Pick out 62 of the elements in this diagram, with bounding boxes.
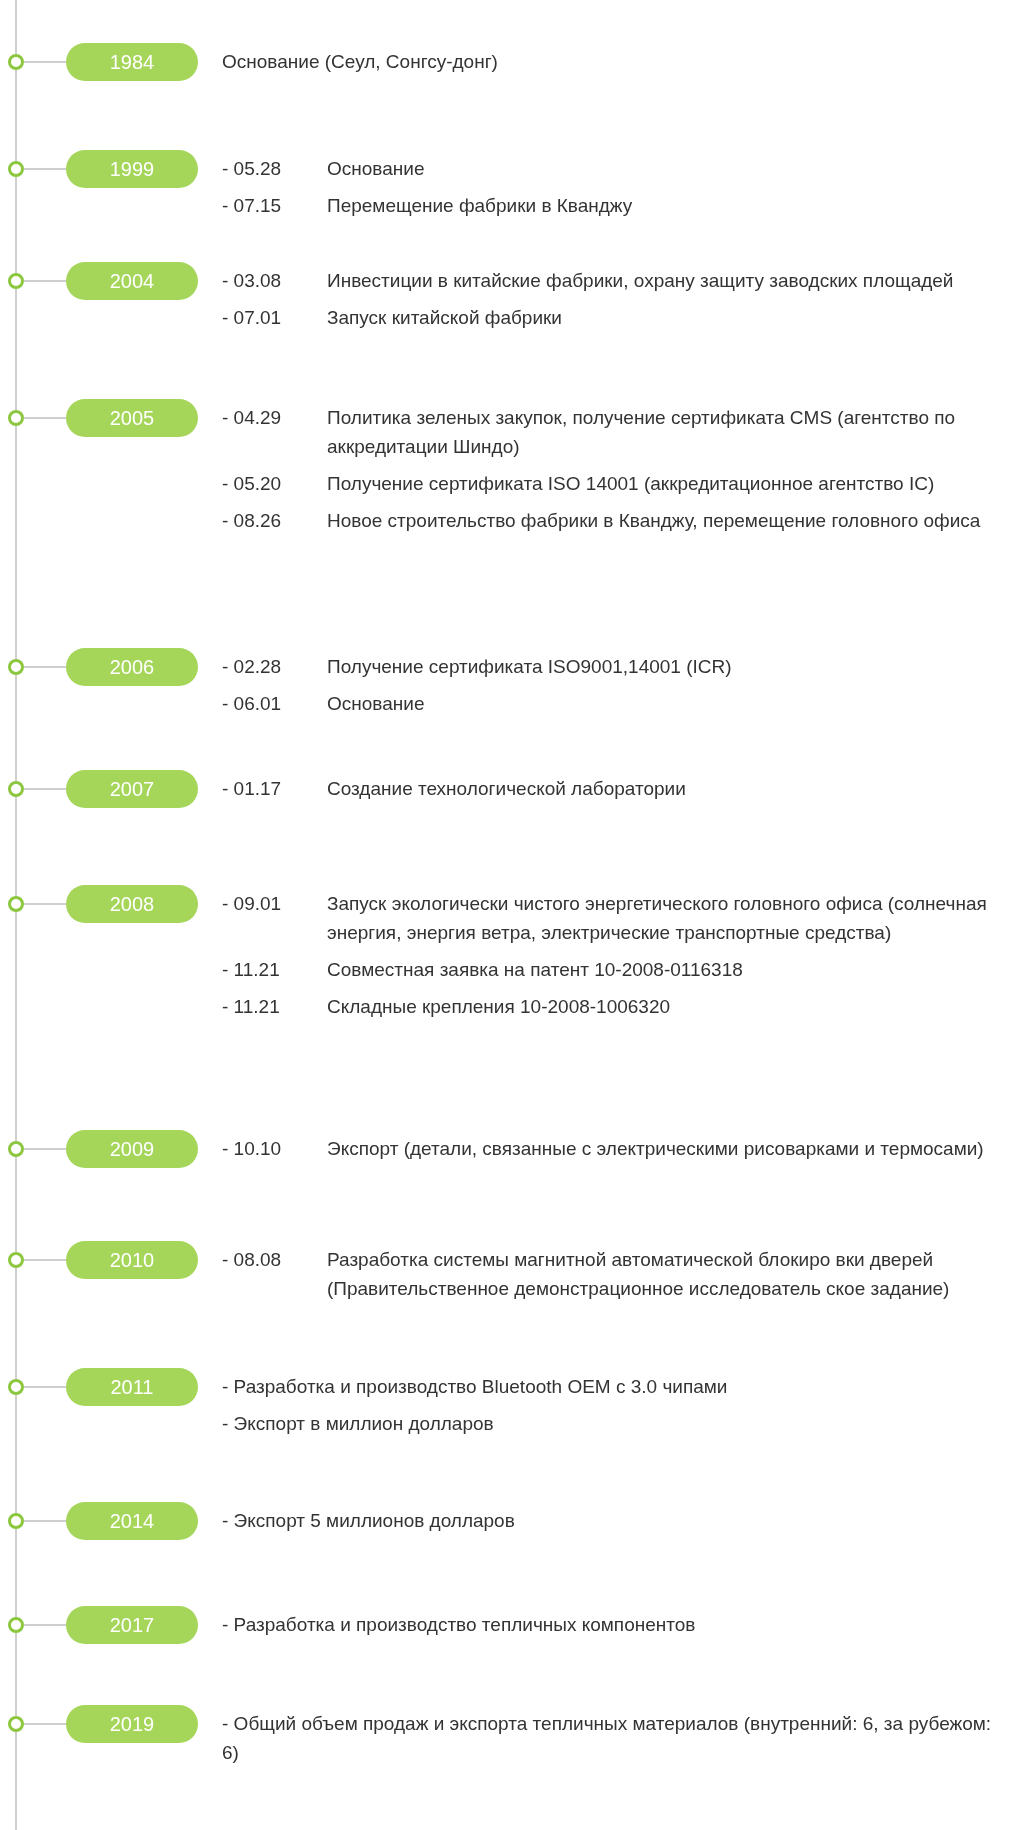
event-date: - 05.20 [222,472,283,496]
connector-line [23,666,67,668]
event-text: - Экспорт в миллион долларов [222,1412,495,1436]
connector-line [23,1723,67,1725]
event-date: - 02.28 [222,655,283,679]
event-date: - 06.01 [222,692,283,716]
year-badge: 1999 [66,150,198,188]
event-text: Основание [327,692,426,716]
connector-line [23,1520,67,1522]
event-text: Разработка системы магнитной автоматической блокиро вки дверей (Правительственное демонстрационное исследователь ское задание) [327,1248,951,1301]
event-text: Получение сертификата ISO9001,14001 (ICR) [327,655,733,679]
event-text: Основание (Сеул, Сонгсу-донг) [222,50,499,74]
event-text: Основание [327,157,426,181]
connector-line [23,1624,67,1626]
event-text: Перемещение фабрики в Кванджу [327,194,634,218]
year-badge: 2011 [66,1368,198,1406]
event-text: Запуск экологически чистого энергетического головного офиса (солнечная энергия, энергия ветра, электрические транспортные средства) [327,892,988,945]
event-text: Совместная заявка на патент 10-2008-0116318 [327,958,744,982]
connector-line [23,903,67,905]
connector-line [23,280,67,282]
event-date: - 07.15 [222,194,283,218]
event-date: - 08.26 [222,509,283,533]
event-date: - 07.01 [222,306,283,330]
event-date: - 03.08 [222,269,283,293]
year-badge: 2014 [66,1502,198,1540]
event-text: Инвестиции в китайские фабрики, охрану защиту заводских площадей [327,269,955,293]
event-text: Политика зеленых закупок, получение сертификата CMS (агентство по аккредитации Шиндо) [327,406,957,459]
connector-line [23,1148,67,1150]
event-text: Создание технологической лаборатории [327,777,687,801]
connector-line [23,1259,67,1261]
year-badge: 2017 [66,1606,198,1644]
year-badge: 2006 [66,648,198,686]
event-date: - 11.21 [222,995,281,1019]
event-date: - 04.29 [222,406,283,430]
event-text: Запуск китайской фабрики [327,306,563,330]
year-badge: 2005 [66,399,198,437]
year-badge: 2010 [66,1241,198,1279]
connector-line [23,61,67,63]
event-date: - 05.28 [222,157,283,181]
connector-line [23,417,67,419]
event-date: - 10.10 [222,1137,283,1161]
event-text: Экспорт (детали, связанные с электрическими рисоварками и термосами) [327,1137,985,1161]
year-badge: 1984 [66,43,198,81]
connector-line [23,168,67,170]
event-text: - Разработка и производство тепличных компонентов [222,1613,697,1637]
connector-line [23,1386,67,1388]
event-text: - Разработка и производство Bluetooth OEM с 3.0 чипами [222,1375,729,1399]
year-badge: 2007 [66,770,198,808]
event-date: - 01.17 [222,777,283,801]
year-badge: 2008 [66,885,198,923]
event-date: - 08.08 [222,1248,283,1272]
event-text: Складные крепления 10-2008-1006320 [327,995,672,1019]
event-date: - 11.21 [222,958,281,982]
event-text: - Общий объем продаж и экспорта тепличных материалов (внутренний: 6, за рубежом: 6) [222,1712,993,1765]
year-badge: 2009 [66,1130,198,1168]
year-badge: 2004 [66,262,198,300]
year-badge: 2019 [66,1705,198,1743]
event-text: - Экспорт 5 миллионов долларов [222,1509,516,1533]
connector-line [23,788,67,790]
event-text: Новое строительство фабрики в Кванджу, перемещение головного офиса [327,509,982,533]
event-text: Получение сертификата ISO 14001 (аккредитационное агентство IC) [327,472,936,496]
event-date: - 09.01 [222,892,283,916]
